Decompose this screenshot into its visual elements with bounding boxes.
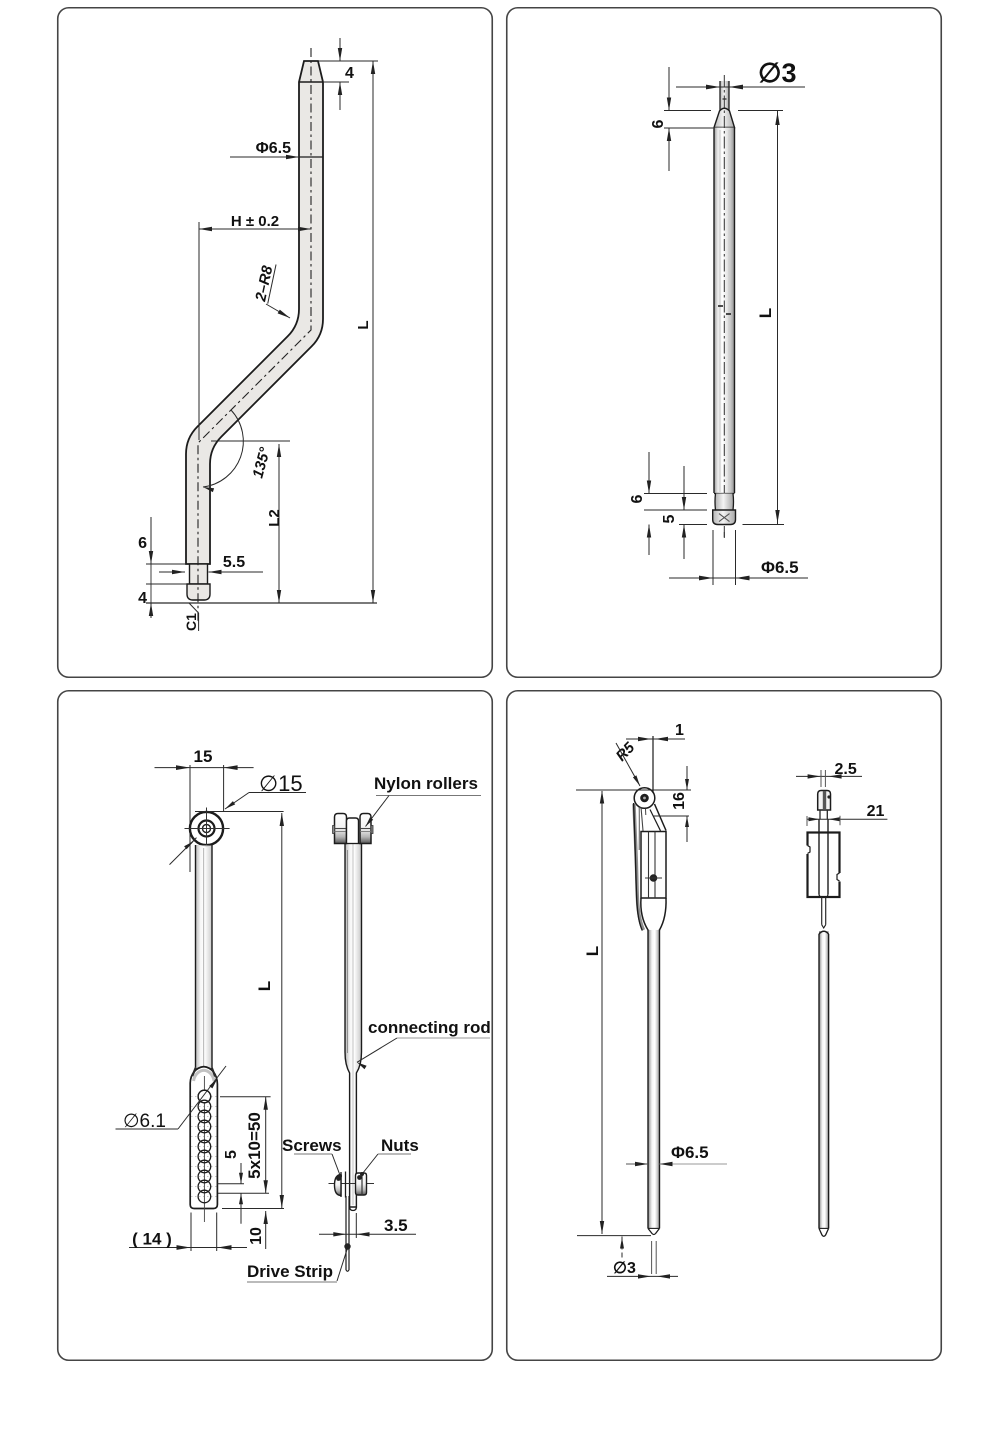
svg-text:∅3: ∅3 — [613, 1260, 636, 1277]
svg-text:2.5: 2.5 — [835, 761, 857, 778]
svg-text:connecting rod: connecting rod — [368, 1018, 491, 1037]
svg-text:Φ6.5: Φ6.5 — [256, 140, 291, 157]
svg-text:4: 4 — [138, 590, 147, 607]
svg-text:L: L — [756, 308, 775, 318]
svg-text:∅15: ∅15 — [259, 771, 303, 796]
svg-text:16: 16 — [671, 792, 688, 810]
svg-text:5x10=50: 5x10=50 — [245, 1112, 264, 1179]
svg-text:L: L — [255, 981, 274, 991]
svg-text:1: 1 — [675, 722, 684, 739]
svg-text:5: 5 — [661, 514, 678, 523]
svg-text:( 14 ): ( 14 ) — [132, 1230, 172, 1249]
svg-text:4: 4 — [345, 65, 354, 82]
svg-text:Nuts: Nuts — [381, 1136, 419, 1155]
svg-text:Nylon rollers: Nylon rollers — [374, 774, 478, 793]
svg-text:H ± 0.2: H ± 0.2 — [231, 213, 279, 230]
svg-text:10: 10 — [248, 1227, 265, 1245]
svg-text:∅3: ∅3 — [758, 58, 797, 88]
svg-text:21: 21 — [867, 803, 885, 820]
svg-text:C1: C1 — [183, 613, 199, 631]
svg-text:6: 6 — [650, 119, 667, 128]
svg-text:15: 15 — [194, 747, 213, 766]
svg-text:L2: L2 — [266, 509, 283, 527]
svg-text:3.5: 3.5 — [384, 1216, 408, 1235]
svg-text:Φ6.5: Φ6.5 — [761, 558, 799, 577]
svg-text:Φ6.5: Φ6.5 — [671, 1143, 709, 1162]
svg-text:L: L — [583, 946, 602, 956]
svg-text:Drive Strip: Drive Strip — [247, 1262, 333, 1281]
svg-text:5: 5 — [223, 1150, 240, 1159]
svg-text:L: L — [355, 320, 372, 329]
svg-text:Screws: Screws — [282, 1136, 342, 1155]
svg-text:6: 6 — [138, 535, 147, 552]
svg-text:∅6.1: ∅6.1 — [123, 1111, 166, 1132]
svg-text:6: 6 — [629, 494, 646, 503]
svg-text:5.5: 5.5 — [223, 554, 245, 571]
